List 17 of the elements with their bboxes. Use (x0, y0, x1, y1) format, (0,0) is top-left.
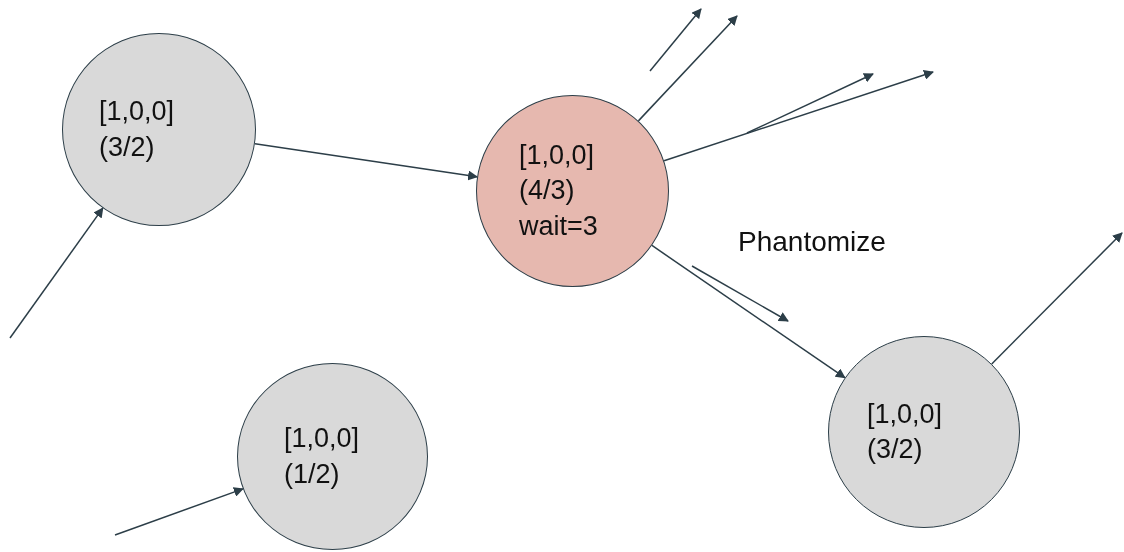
state-text: (3/2) (99, 130, 155, 164)
state-text: wait=3 (519, 209, 598, 243)
state-text: (1/2) (284, 457, 340, 491)
state-text: [1,0,0] (867, 397, 943, 431)
state-text: [1,0,0] (99, 95, 175, 129)
annotation-label: Phantomize (738, 226, 886, 258)
arrow (663, 70, 934, 162)
state-text: [1,0,0] (284, 422, 360, 456)
state-text: (4/3) (519, 174, 575, 208)
arrow (254, 143, 479, 181)
arrow (637, 15, 738, 122)
arrow (114, 487, 244, 536)
state-text: (3/2) (867, 433, 923, 466)
arrow (990, 232, 1123, 365)
arrow (9, 207, 104, 339)
state-text: [1,0,0] (519, 139, 595, 173)
arrow (651, 244, 846, 379)
